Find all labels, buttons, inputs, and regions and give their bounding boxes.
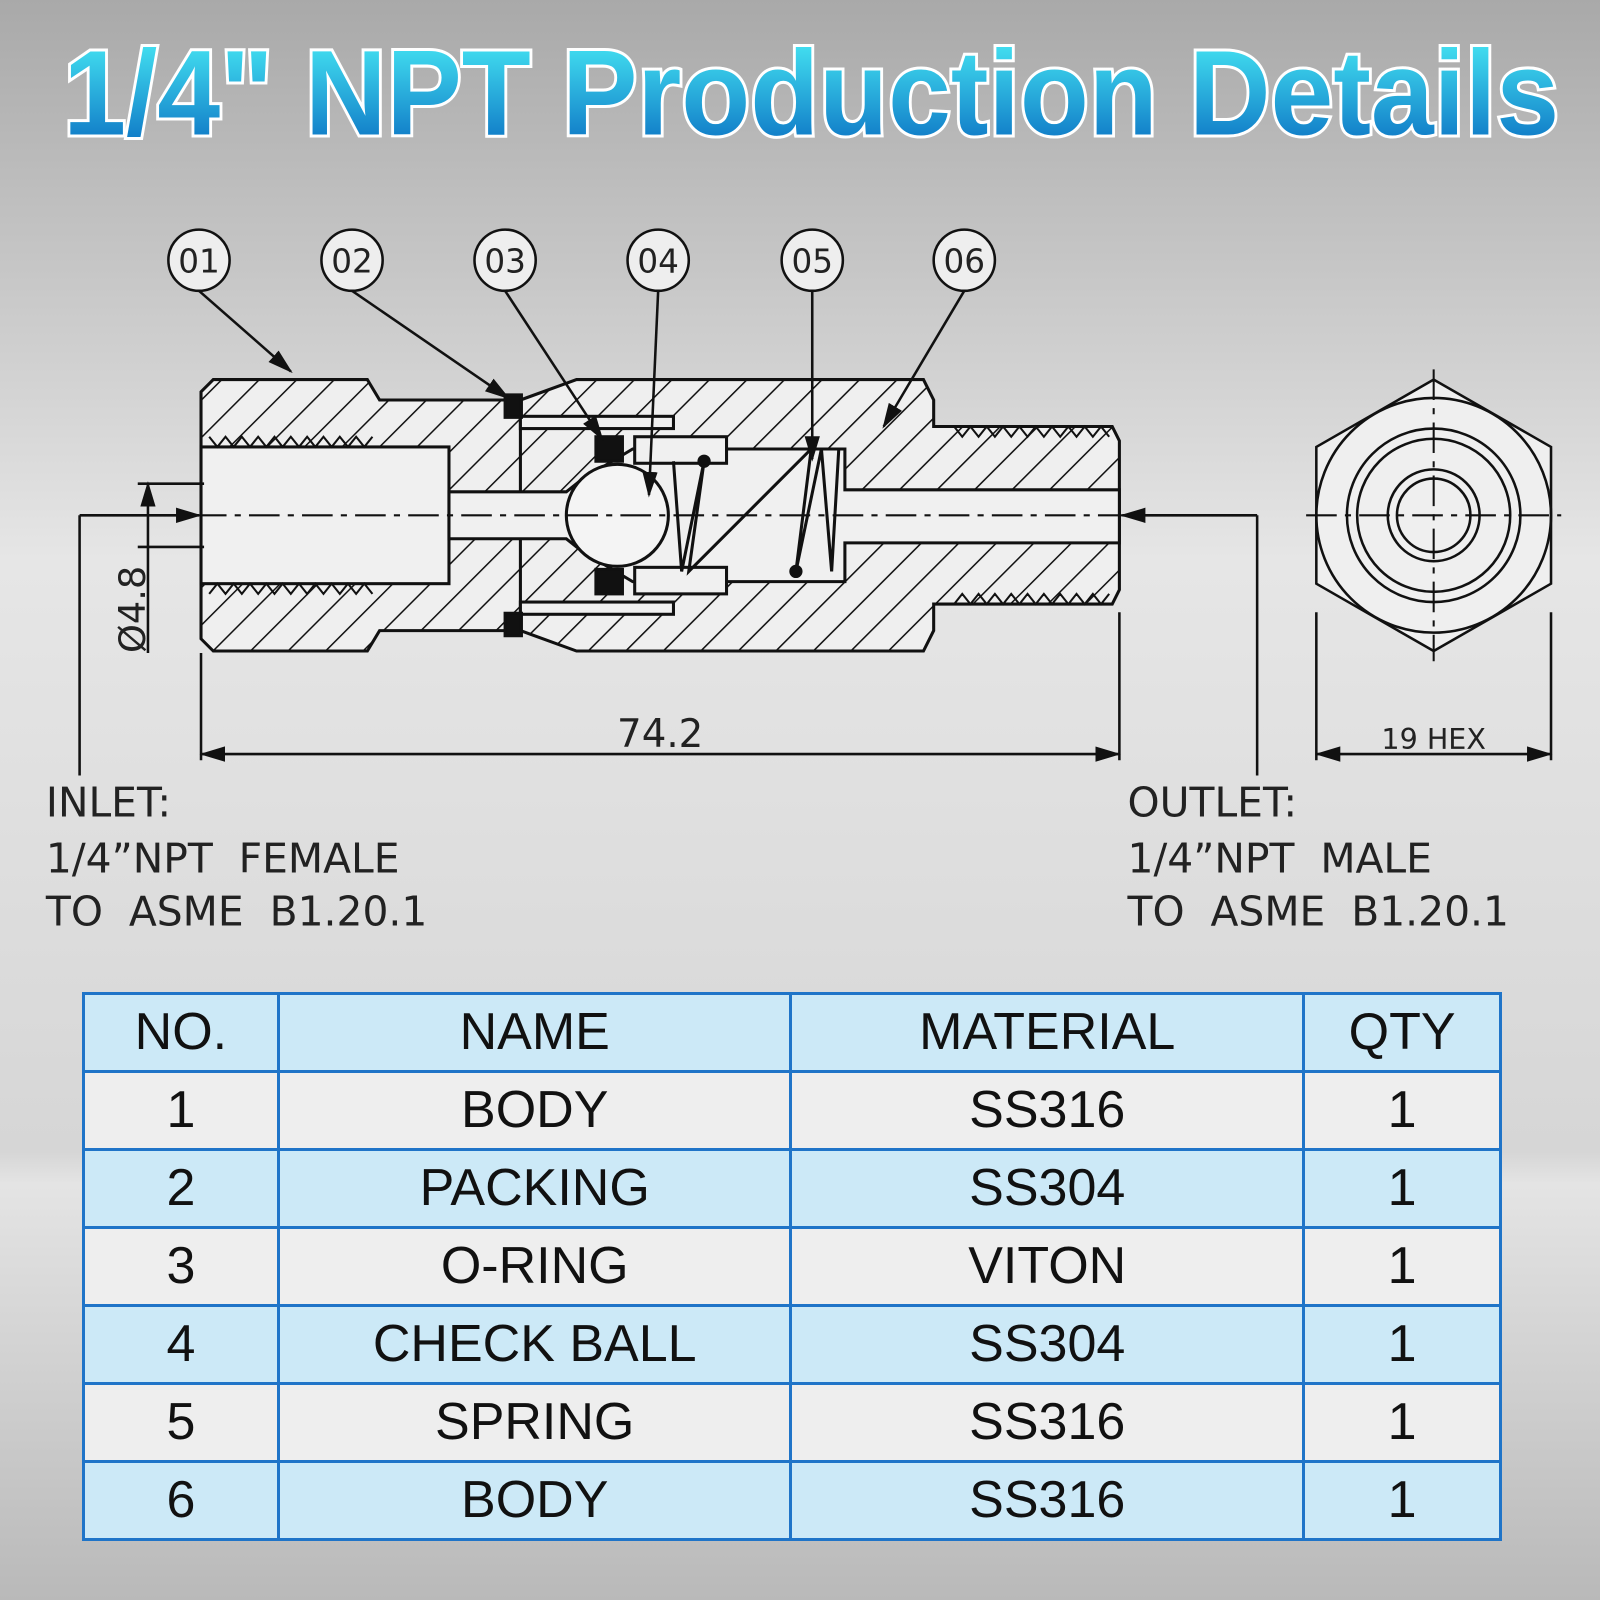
- header-material: MATERIAL: [789, 991, 1306, 1073]
- cell-material: SS304: [789, 1147, 1306, 1229]
- cell-qty: 1: [1302, 1303, 1502, 1385]
- cell-qty: 1: [1302, 1147, 1502, 1229]
- cell-qty: 1: [1302, 1459, 1502, 1541]
- balloon-04: 04: [637, 242, 679, 280]
- cell-name: BODY: [277, 1459, 793, 1541]
- table-header-row: NO. NAME MATERIAL QTY: [81, 991, 1502, 1073]
- cell-no: 2: [81, 1147, 281, 1229]
- cell-material: SS316: [789, 1459, 1306, 1541]
- balloon-03: 03: [484, 242, 526, 280]
- cell-no: 6: [81, 1459, 281, 1541]
- cell-name: CHECK BALL: [277, 1303, 793, 1385]
- cell-material: VITON: [789, 1225, 1306, 1307]
- length-dimension: 74.2: [617, 712, 703, 757]
- balloon-02: 02: [331, 242, 373, 280]
- cell-no: 4: [81, 1303, 281, 1385]
- valve-cross-section: [142, 378, 1138, 653]
- cell-no: 1: [81, 1069, 281, 1151]
- inlet-label: INLET:: [46, 778, 171, 826]
- balloon-06: 06: [944, 242, 986, 280]
- cell-no: 3: [81, 1225, 281, 1307]
- page-title: 1/4" NPT Production Details: [63, 26, 1559, 161]
- diameter-dimension: Ø4.8: [111, 566, 154, 653]
- cell-name: BODY: [277, 1069, 793, 1151]
- cell-material: SS316: [789, 1381, 1306, 1463]
- cell-name: O-RING: [277, 1225, 793, 1307]
- dimension-lines: [78, 481, 1553, 776]
- hex-dimension: 19 HEX: [1381, 722, 1486, 756]
- header-name: NAME: [277, 991, 793, 1073]
- header-no: NO.: [81, 991, 281, 1073]
- hex-end-view: [1306, 369, 1562, 662]
- cell-qty: 1: [1302, 1381, 1502, 1463]
- header-qty: QTY: [1302, 991, 1502, 1073]
- cell-name: SPRING: [277, 1381, 793, 1463]
- cell-material: SS304: [789, 1303, 1306, 1385]
- cell-qty: 1: [1302, 1225, 1502, 1307]
- inlet-standard: TO ASME B1.20.1: [45, 888, 427, 936]
- balloon-leaders: [198, 289, 966, 498]
- inlet-thread: 1/4”NPT FEMALE: [46, 834, 400, 882]
- outlet-thread: 1/4”NPT MALE: [1128, 834, 1432, 882]
- outlet-standard: TO ASME B1.20.1: [1127, 888, 1509, 936]
- cell-no: 5: [81, 1381, 281, 1463]
- balloon-01: 01: [178, 242, 220, 280]
- balloons: 01 02 03 04 05 06: [167, 228, 997, 293]
- outlet-label: OUTLET:: [1128, 778, 1298, 826]
- cell-name: PACKING: [277, 1147, 793, 1229]
- cell-material: SS316: [789, 1069, 1306, 1151]
- cell-qty: 1: [1302, 1069, 1502, 1151]
- balloon-05: 05: [791, 242, 833, 280]
